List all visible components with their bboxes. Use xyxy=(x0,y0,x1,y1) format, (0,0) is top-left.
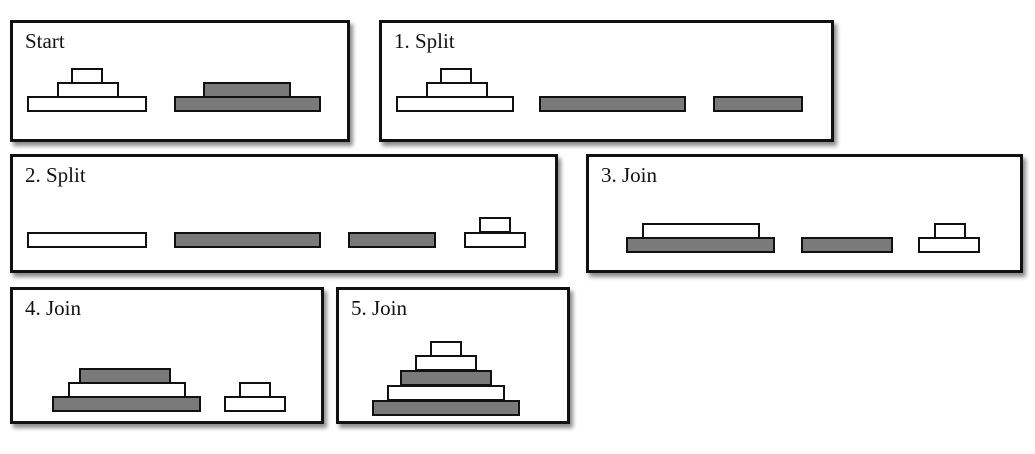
dark-block-large xyxy=(626,237,775,253)
panel-label: 1. Split xyxy=(394,29,455,53)
light-block-large xyxy=(27,96,147,112)
dark-block-medium xyxy=(713,96,803,112)
dark-block-large xyxy=(372,400,520,416)
panel-start: Start xyxy=(10,20,350,142)
panel-label: 2. Split xyxy=(25,163,86,187)
dark-block-large xyxy=(174,232,321,248)
light-block-medium xyxy=(415,355,477,371)
light-block-small xyxy=(479,217,511,233)
dark-block-medium xyxy=(348,232,436,248)
dark-block-large xyxy=(52,396,201,412)
light-block-large xyxy=(396,96,514,112)
dark-block-large xyxy=(174,96,321,112)
panel-label: 4. Join xyxy=(25,296,82,320)
light-block-medium xyxy=(224,396,286,412)
panel-label: Start xyxy=(25,29,65,53)
light-block-large xyxy=(387,385,505,401)
panel-join-5: 5. Join xyxy=(336,287,570,424)
dark-block-medium xyxy=(801,237,893,253)
panel-label: 3. Join xyxy=(601,163,658,187)
panel-label: 5. Join xyxy=(351,296,408,320)
panel-split-2: 2. Split xyxy=(10,154,558,273)
light-block-medium xyxy=(918,237,980,253)
panel-join-3: 3. Join xyxy=(586,154,1023,273)
dark-block-large xyxy=(539,96,686,112)
light-block-medium xyxy=(464,232,526,248)
dark-block-medium xyxy=(400,370,492,386)
panel-split-1: 1. Split xyxy=(379,20,834,142)
light-block-large xyxy=(27,232,147,248)
panel-join-4: 4. Join xyxy=(10,287,324,424)
